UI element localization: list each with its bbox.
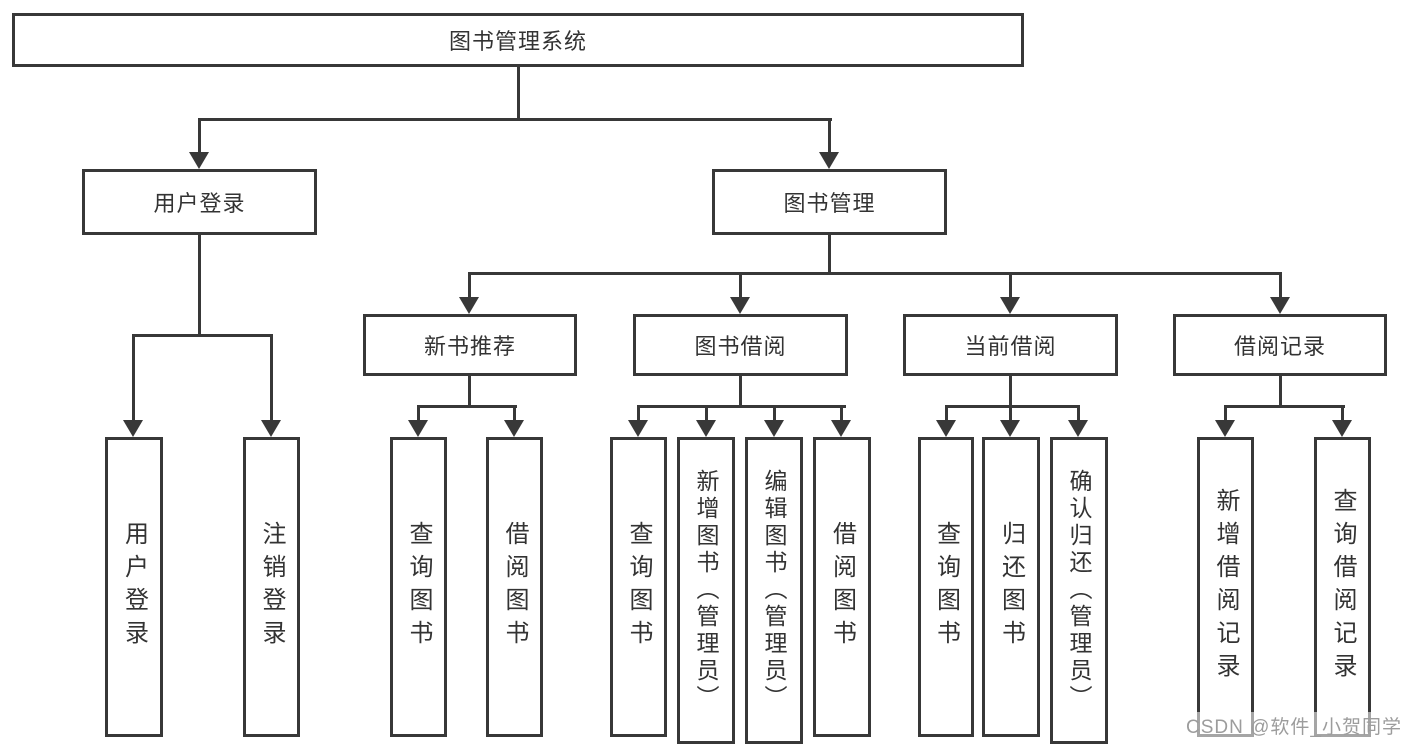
connector-vline bbox=[637, 407, 640, 422]
arrowhead-down-icon bbox=[408, 420, 428, 437]
arrowhead-down-icon bbox=[764, 420, 784, 437]
node-user-login-label: 用户登录 bbox=[153, 191, 246, 216]
leaf-edit-book-admin: 编辑图书（管理员） bbox=[745, 437, 803, 744]
leaf-add-borrow-record: 新增借阅记录 bbox=[1197, 437, 1254, 737]
connector-vline bbox=[828, 120, 831, 154]
connector-vline bbox=[739, 274, 742, 299]
connector-vline bbox=[705, 407, 708, 422]
arrowhead-down-icon bbox=[1000, 297, 1020, 314]
arrowhead-down-icon bbox=[459, 297, 479, 314]
node-book-borrow: 图书借阅 bbox=[633, 314, 848, 376]
leaf-query-books-borrow-label: 查询图书 bbox=[625, 521, 652, 653]
arrowhead-down-icon bbox=[1270, 297, 1290, 314]
node-new-book-recommend: 新书推荐 bbox=[363, 314, 577, 376]
leaf-confirm-return-admin: 确认归还（管理员） bbox=[1050, 437, 1108, 744]
leaf-logout-label: 注销登录 bbox=[258, 521, 285, 653]
connector-vline bbox=[1077, 407, 1080, 422]
leaf-query-books-borrow: 查询图书 bbox=[610, 437, 667, 737]
node-root: 图书管理系统 bbox=[12, 13, 1024, 67]
leaf-query-books-recommend: 查询图书 bbox=[390, 437, 447, 737]
leaf-borrow-books-label: 借阅图书 bbox=[828, 521, 856, 653]
connector-vline bbox=[828, 235, 831, 275]
connector-vline bbox=[739, 376, 742, 407]
connector-vline bbox=[132, 336, 135, 421]
arrowhead-down-icon bbox=[1000, 420, 1020, 437]
connector-vline bbox=[1224, 407, 1227, 422]
arrowhead-down-icon bbox=[123, 420, 143, 437]
node-current-borrow: 当前借阅 bbox=[903, 314, 1118, 376]
leaf-logout: 注销登录 bbox=[243, 437, 300, 737]
connector-hline bbox=[945, 405, 1080, 408]
arrowhead-down-icon bbox=[628, 420, 648, 437]
leaf-edit-book-admin-label: 编辑图书（管理员） bbox=[761, 469, 787, 712]
connector-vline bbox=[198, 235, 201, 337]
leaf-query-books-current-label: 查询图书 bbox=[932, 521, 960, 653]
connector-hline bbox=[637, 405, 846, 408]
connector-hline bbox=[198, 118, 832, 121]
connector-vline bbox=[1341, 407, 1344, 422]
leaf-confirm-return-admin-label: 确认归还（管理员） bbox=[1066, 469, 1092, 712]
connector-vline bbox=[513, 407, 516, 422]
leaf-return-book: 归还图书 bbox=[982, 437, 1040, 737]
connector-vline bbox=[417, 407, 420, 422]
leaf-borrow-books: 借阅图书 bbox=[813, 437, 871, 737]
connector-vline bbox=[1279, 274, 1282, 299]
arrowhead-down-icon bbox=[504, 420, 524, 437]
leaf-borrow-books-recommend: 借阅图书 bbox=[486, 437, 543, 737]
node-root-label: 图书管理系统 bbox=[448, 29, 587, 54]
connector-vline bbox=[945, 407, 948, 422]
arrowhead-down-icon bbox=[1068, 420, 1088, 437]
connector-vline bbox=[468, 274, 471, 299]
leaf-borrow-books-recommend-label: 借阅图书 bbox=[501, 521, 528, 653]
arrowhead-down-icon bbox=[819, 152, 839, 169]
leaf-query-borrow-record: 查询借阅记录 bbox=[1314, 437, 1371, 737]
connector-vline bbox=[468, 376, 471, 407]
arrowhead-down-icon bbox=[261, 420, 281, 437]
arrowhead-down-icon bbox=[730, 297, 750, 314]
connector-hline bbox=[132, 334, 273, 337]
watermark: CSDN @软件_小贺同学 bbox=[1186, 712, 1402, 739]
connector-vline bbox=[1009, 274, 1012, 299]
connector-hline bbox=[1224, 405, 1345, 408]
connector-vline bbox=[773, 407, 776, 422]
arrowhead-down-icon bbox=[189, 152, 209, 169]
node-user-login: 用户登录 bbox=[82, 169, 317, 235]
leaf-add-book-admin-label: 新增图书（管理员） bbox=[693, 469, 719, 712]
leaf-return-book-label: 归还图书 bbox=[997, 521, 1025, 653]
node-borrow-records: 借阅记录 bbox=[1173, 314, 1387, 376]
leaf-query-books-recommend-label: 查询图书 bbox=[405, 521, 432, 653]
connector-vline bbox=[198, 120, 201, 154]
leaf-add-book-admin: 新增图书（管理员） bbox=[677, 437, 735, 744]
arrowhead-down-icon bbox=[1332, 420, 1352, 437]
connector-vline bbox=[1009, 376, 1012, 407]
connector-hline bbox=[468, 272, 1282, 275]
connector-hline bbox=[417, 405, 517, 408]
connector-vline bbox=[1009, 407, 1012, 422]
connector-vline bbox=[270, 336, 273, 421]
connector-vline bbox=[1279, 376, 1282, 407]
node-new-book-recommend-label: 新书推荐 bbox=[423, 334, 516, 359]
connector-vline bbox=[517, 67, 520, 120]
leaf-user-login-label: 用户登录 bbox=[120, 521, 148, 653]
connector-vline bbox=[840, 407, 843, 422]
node-book-management: 图书管理 bbox=[712, 169, 947, 235]
arrowhead-down-icon bbox=[936, 420, 956, 437]
leaf-query-borrow-record-label: 查询借阅记录 bbox=[1329, 488, 1356, 686]
leaf-add-borrow-record-label: 新增借阅记录 bbox=[1212, 488, 1239, 686]
node-book-borrow-label: 图书借阅 bbox=[694, 334, 787, 359]
leaf-user-login: 用户登录 bbox=[105, 437, 163, 737]
node-current-borrow-label: 当前借阅 bbox=[964, 334, 1057, 359]
arrowhead-down-icon bbox=[696, 420, 716, 437]
node-book-management-label: 图书管理 bbox=[783, 191, 876, 216]
arrowhead-down-icon bbox=[831, 420, 851, 437]
leaf-query-books-current: 查询图书 bbox=[918, 437, 974, 737]
arrowhead-down-icon bbox=[1215, 420, 1235, 437]
node-borrow-records-label: 借阅记录 bbox=[1233, 334, 1326, 359]
